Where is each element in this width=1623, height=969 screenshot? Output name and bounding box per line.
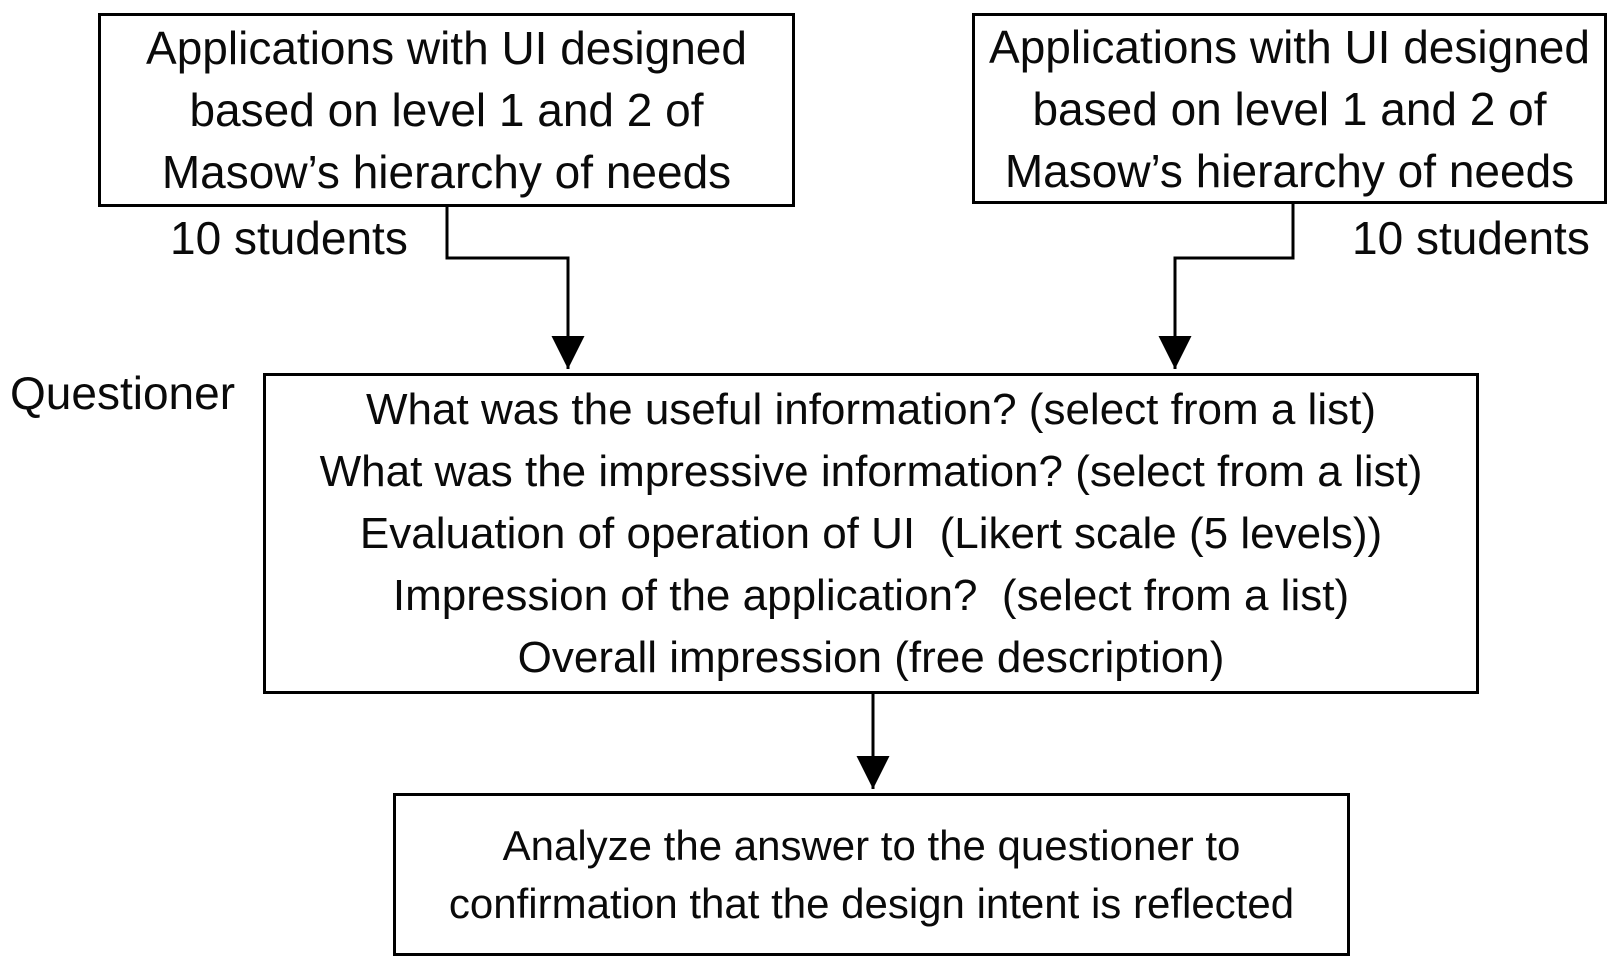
students-count-label-right: 10 students [1352,212,1590,264]
questioner-box: What was the useful information? (select… [263,373,1479,694]
applications-box-left-line3: Masow’s hierarchy of needs [161,146,732,198]
analysis-box-line1: Analyze the answer to the questioner to [502,821,1241,869]
applications-box-right-line3: Masow’s hierarchy of needs [1004,144,1575,197]
questioner-item-overall-impression: Overall impression (free description) [517,632,1225,682]
applications-box-left: Applications with UI designed based on l… [98,13,795,207]
questioner-item-ui-operation-evaluation: Evaluation of operation of UI (Likert sc… [359,508,1383,558]
right-app-to-questionnaire-arrow [1158,204,1295,369]
applications-box-right: Applications with UI designed based on l… [972,13,1607,204]
questioner-item-application-impression: Impression of the application? (select f… [392,570,1350,620]
left-app-to-questionnaire-arrow [445,207,585,369]
students-count-label-left: 10 students [170,212,408,264]
analysis-box-line2: confirmation that the design intent is r… [448,879,1295,927]
applications-box-left-line2: based on level 1 and 2 of [189,84,704,136]
questioner-item-impressive-information: What was the impressive information? (se… [319,446,1423,496]
applications-box-left-line1: Applications with UI designed [146,22,747,74]
questioner-label: Questioner [10,367,236,419]
applications-box-right-line2: based on level 1 and 2 of [1032,82,1547,135]
analysis-box: Analyze the answer to the questioner to … [393,793,1350,956]
applications-box-right-line1: Applications with UI designed [989,20,1590,73]
questioner-item-useful-information: What was the useful information? (select… [366,384,1376,434]
